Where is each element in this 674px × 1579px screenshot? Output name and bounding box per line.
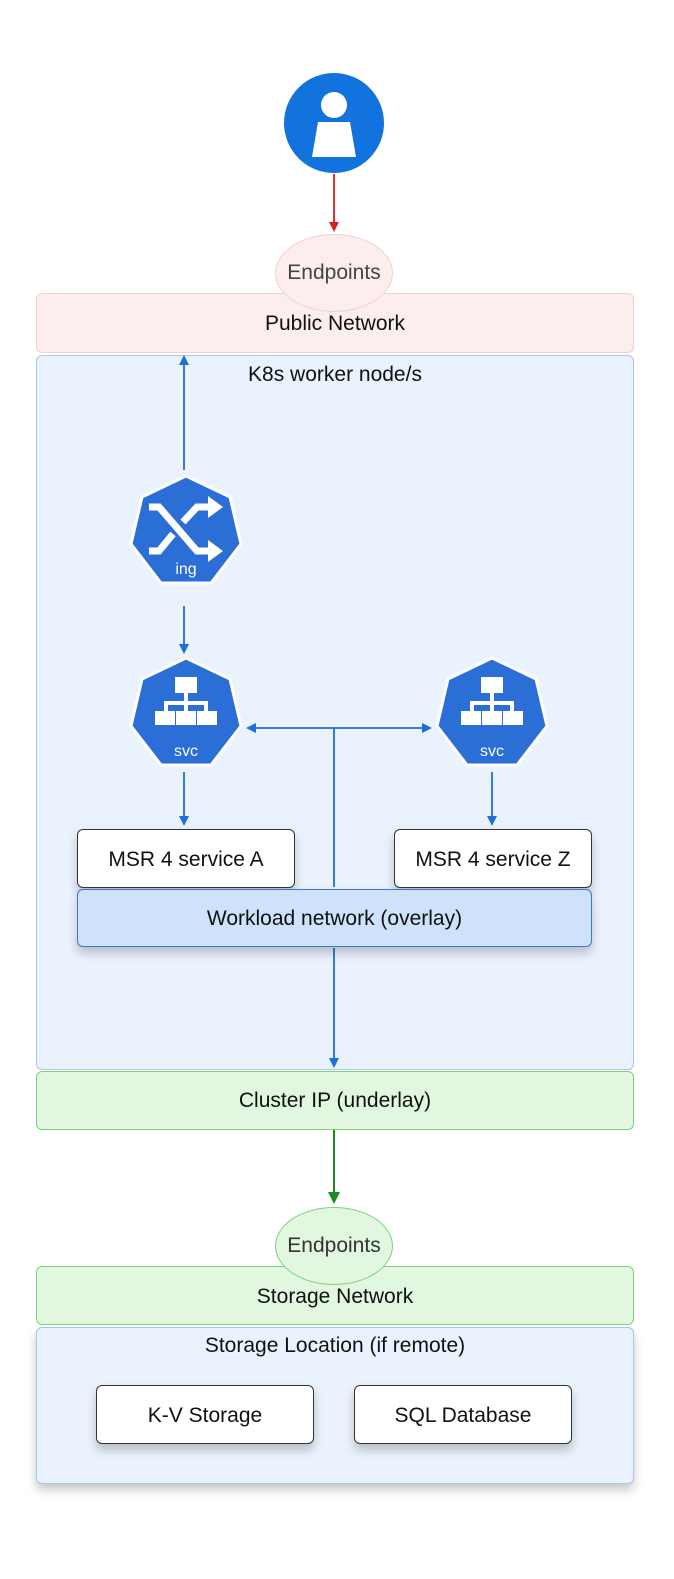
cluster-ip-label: Cluster IP (underlay) [238, 1089, 432, 1112]
ingress-label: ing [175, 561, 197, 578]
svc-right-label: svc [480, 743, 504, 760]
svc-right-icon: svc [434, 655, 550, 773]
public-endpoints: Endpoints [275, 234, 393, 312]
msr-service-z-label: MSR 4 service Z [415, 848, 571, 871]
msr-service-z [394, 829, 592, 888]
workload-network-overlay [77, 889, 592, 947]
storage-location-label: Storage Location (if remote) [204, 1334, 466, 1357]
kv-storage [96, 1385, 314, 1444]
k8s-worker-label: K8s worker node/s [248, 363, 422, 386]
sql-database [354, 1385, 572, 1444]
sql-database-label: SQL Database [394, 1404, 532, 1427]
svc-left-icon: svc [128, 655, 244, 773]
user-icon [283, 72, 385, 174]
svc-left-label: svc [174, 743, 198, 760]
storage-endpoints: Endpoints [275, 1207, 393, 1285]
ingress-icon: ing [129, 473, 243, 591]
public-network-label: Public Network [264, 312, 406, 335]
workload-network-label: Workload network (overlay) [206, 907, 463, 930]
msr-service-a [77, 829, 295, 888]
cluster-ip-zone [36, 1071, 634, 1130]
storage-network-label: Storage Network [256, 1285, 414, 1308]
kv-storage-label: K-V Storage [147, 1404, 263, 1427]
msr-service-a-label: MSR 4 service A [108, 848, 264, 871]
